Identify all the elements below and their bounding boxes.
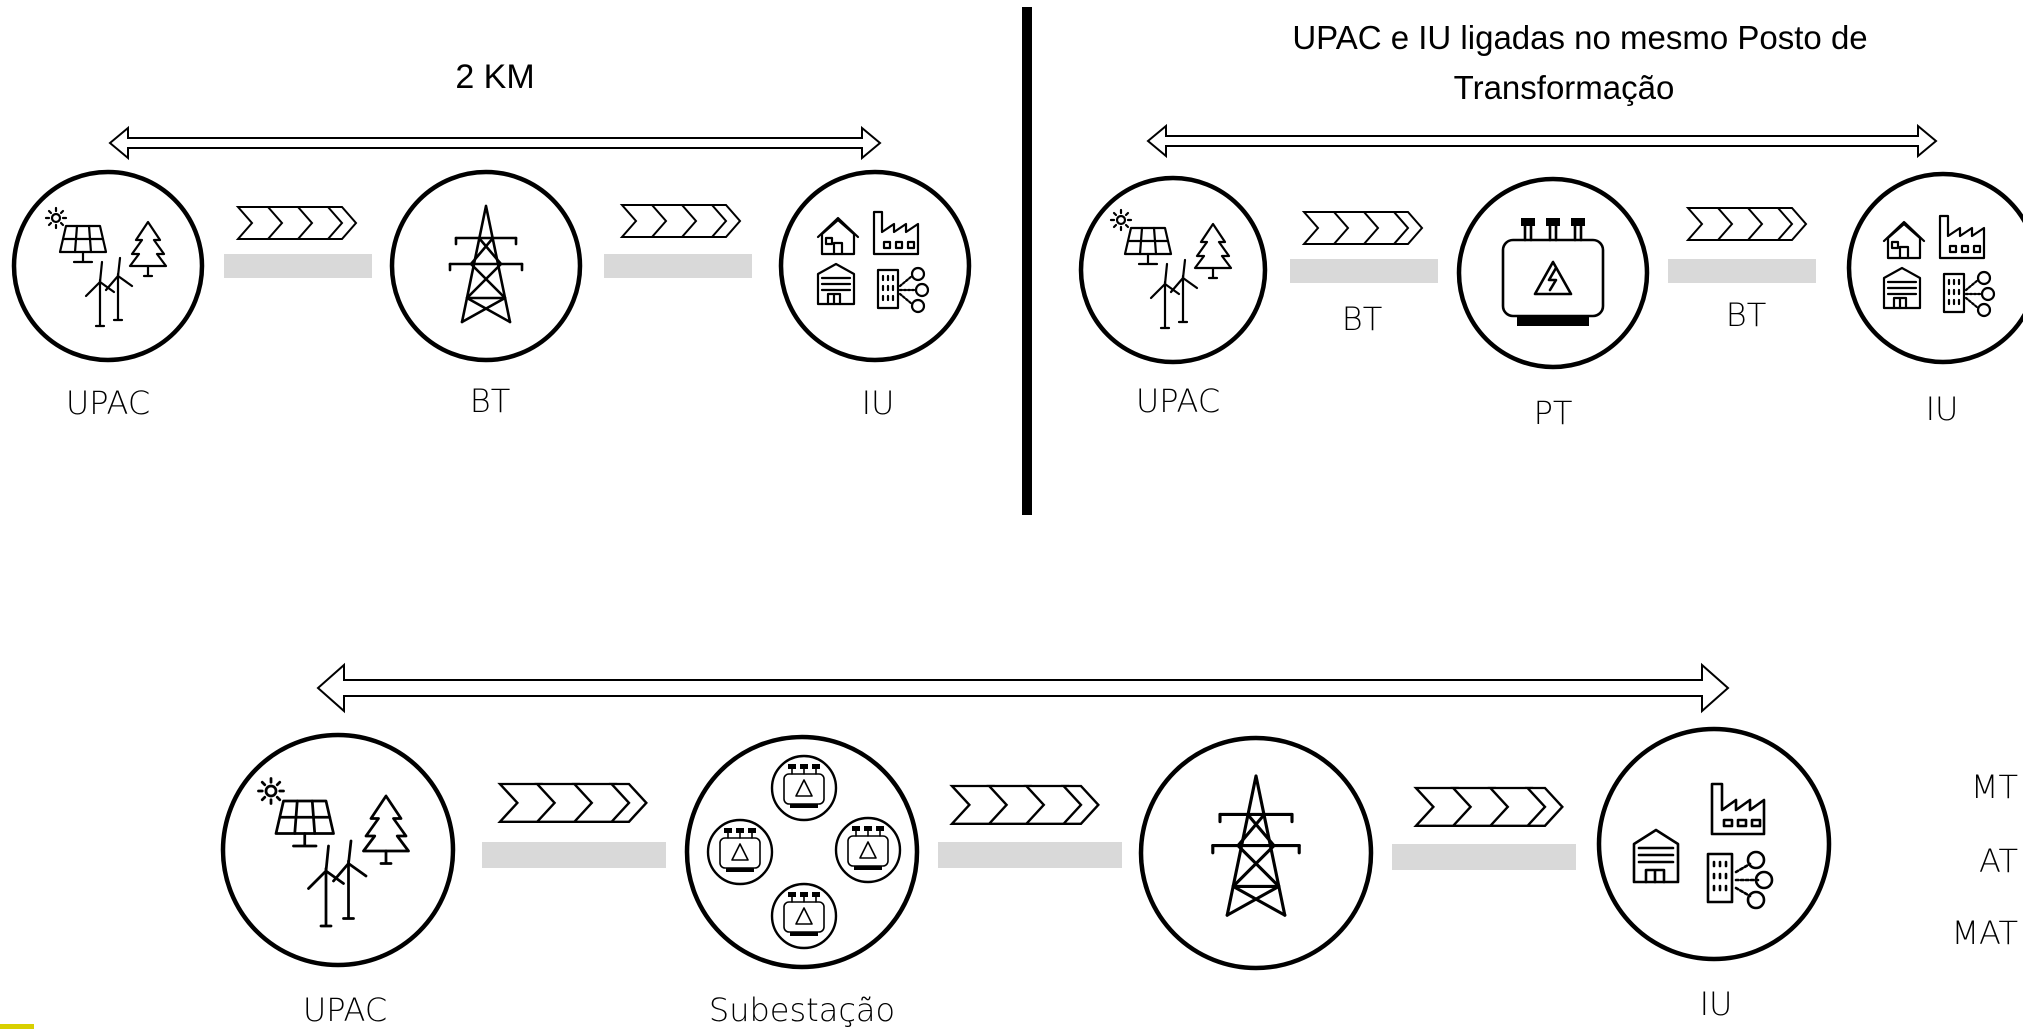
corner-mark — [0, 1024, 34, 1029]
link-pipe — [482, 842, 666, 868]
link-label-bt: BT — [1342, 300, 1383, 338]
node-label-iu: IU — [862, 384, 895, 422]
node-label-upac: UPAC — [66, 384, 150, 422]
upac-node — [220, 732, 456, 968]
substation-node — [684, 734, 920, 970]
top-left-panel: 2 KM UPAC BT IU — [11, 58, 972, 422]
flow-chevrons — [1687, 207, 1807, 241]
flow-chevrons — [1414, 786, 1564, 828]
panel-divider — [1022, 7, 1032, 515]
node-label-upac: UPAC — [303, 991, 387, 1029]
top-right-panel: UPAC e IU ligadas no mesmo Posto de Tran… — [1078, 19, 2023, 432]
iu-node — [1596, 726, 1832, 962]
flow-chevrons — [237, 206, 357, 240]
range-double-arrow — [316, 662, 1730, 714]
panel-title-line1: UPAC e IU ligadas no mesmo Posto de — [1292, 19, 1867, 56]
link-label-bt: BT — [1726, 296, 1767, 334]
distance-title: 2 KM — [455, 58, 534, 96]
bottom-panel: UPAC Subestação IU MT AT MAT — [220, 662, 2018, 1029]
iu-node — [778, 169, 972, 363]
range-double-arrow — [108, 125, 882, 161]
link-pipe — [1668, 259, 1816, 283]
link-pipe — [938, 842, 1122, 868]
link-pipe — [604, 254, 752, 278]
panel-title-line2: Transformação — [1454, 69, 1675, 106]
upac-node — [11, 169, 205, 363]
node-label-pt: PT — [1534, 394, 1573, 432]
iu-node — [1846, 171, 2023, 365]
link-pipe — [1290, 259, 1438, 283]
node-label-upac: UPAC — [1136, 382, 1220, 420]
node-label-iu: IU — [1700, 985, 1733, 1023]
node-label-subestacao: Subestação — [709, 991, 895, 1029]
voltage-level-at: AT — [1979, 842, 2018, 880]
upac-node — [1078, 175, 1268, 365]
bt-node — [389, 169, 583, 363]
node-label-iu: IU — [1926, 390, 1959, 428]
node-label-bt: BT — [470, 382, 511, 420]
voltage-level-mat: MAT — [1951, 914, 2018, 952]
flow-chevrons — [950, 784, 1100, 826]
link-pipe — [224, 254, 372, 278]
range-double-arrow — [1146, 123, 1938, 159]
flow-chevrons — [1303, 211, 1423, 245]
flow-chevrons — [498, 782, 648, 824]
voltage-level-mt: MT — [1971, 768, 2018, 806]
flow-chevrons — [621, 204, 741, 238]
tower-node — [1138, 735, 1374, 971]
link-pipe — [1392, 844, 1576, 870]
